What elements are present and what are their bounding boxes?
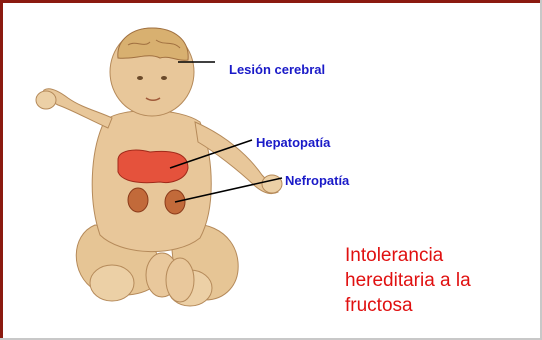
brain-organ (118, 28, 188, 60)
baby-feet (146, 253, 194, 302)
baby-left-hand (36, 91, 56, 109)
kidney-label: Nefropatía (285, 173, 349, 188)
title-line-3: fructosa (345, 293, 535, 318)
brain-label: Lesión cerebral (229, 62, 325, 77)
title-line-1: Intolerancia (345, 243, 535, 268)
baby-right-hand (262, 175, 282, 193)
liver-label: Hepatopatía (256, 135, 330, 150)
diagram-title: Intolerancia hereditaria a la fructosa (345, 243, 535, 318)
liver-organ (118, 150, 188, 183)
title-line-2: hereditaria a la (345, 268, 535, 293)
